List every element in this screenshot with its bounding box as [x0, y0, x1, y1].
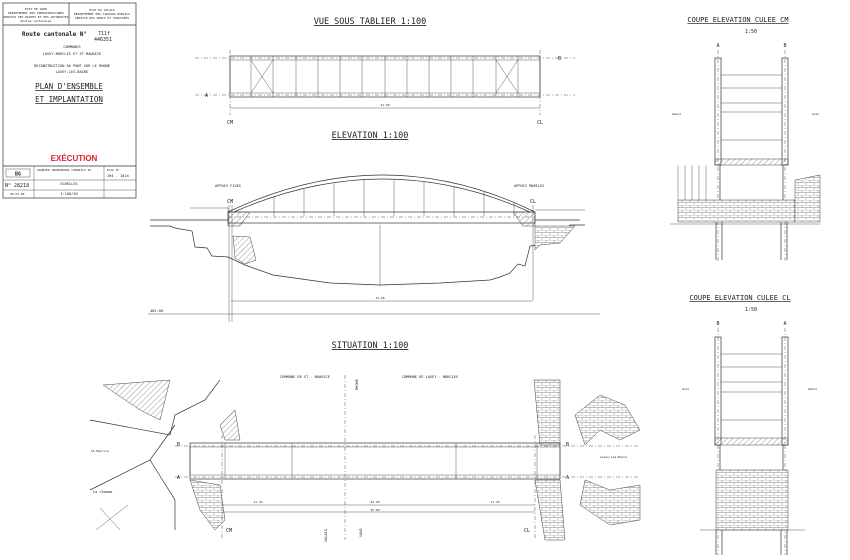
section-cm-scale: 1:50: [745, 29, 757, 35]
axis-a-label: A: [205, 93, 208, 99]
axis-b-label: B: [783, 43, 786, 49]
hangers: [273, 180, 515, 216]
axis-a-label: A: [783, 321, 786, 327]
project-name: RECONSTRUCTION DU PONT SUR LE RHONE: [34, 64, 110, 68]
plan-view: VUE SOUS TABLIER 1:100 41.00 B A CM CL: [195, 17, 575, 126]
firm-logo-text: BG: [15, 172, 21, 178]
road-number: 711f: [98, 31, 110, 37]
situation-dim: 11.35: [490, 500, 499, 504]
drawing-title: PLAN D'ENSEMBLE: [35, 82, 103, 91]
upstream-label: Amont: [808, 387, 817, 391]
fixed-supports-label: APPUIS FIXES: [215, 184, 241, 188]
canton-left: VALAIS: [324, 529, 328, 542]
right-header-line: ETAT DU VALAIS: [89, 8, 114, 12]
scales: 1:100/50: [60, 192, 77, 196]
abutment-cl-label: CL: [524, 528, 530, 534]
axis-a-label: A: [716, 43, 719, 49]
communes-label: COMMUNES: [63, 45, 80, 49]
plan-view-title: VUE SOUS TABLIER 1:100: [314, 17, 427, 27]
file-number: N° 28218: [5, 183, 29, 189]
situation-dim: 11.35: [253, 500, 262, 504]
situation-dim-total: 45.60: [370, 508, 379, 512]
axis-a-label: A: [177, 475, 180, 481]
plan-label: Plan N°: [107, 168, 120, 172]
right-header-line: DEPARTEMENT DES TRAVAUX PUBLICS: [74, 12, 130, 16]
abutment-cl-label: CL: [537, 120, 543, 126]
road-label: Route cantonale N°: [22, 31, 87, 38]
upstream-label: Amont: [672, 112, 681, 116]
title-block: ETAT DE VAUD DEPARTEMENT DES INFRASTRUCT…: [2, 2, 137, 199]
place-label: La Chaume: [93, 490, 112, 494]
downstream-label: Aval: [812, 112, 819, 116]
north-arrow-icon: [95, 504, 129, 531]
abutment-cm-label: CM: [227, 199, 233, 205]
section-cm-title: COUPE ELEVATION CULEE CM: [687, 16, 788, 24]
situation-title: SITUATION 1:100: [332, 341, 409, 351]
left-header-line: DEPARTEMENT DES INFRASTRUCTURES: [8, 11, 64, 15]
scales-label: ECHELLES: [60, 182, 77, 186]
section-cl: COUPE ELEVATION CULEE CL 1:50 B A Aval A…: [682, 294, 817, 555]
cross-beams: [250, 56, 519, 97]
abutment-cm-label: CM: [226, 528, 232, 534]
right-header-line: SERVICE DES PONTS ET CHAUSSEES: [75, 16, 129, 20]
axis-b-label: B: [558, 56, 561, 62]
project-location: LAVEY-LES-BAINS: [56, 70, 88, 74]
date: 06.01.00: [10, 192, 25, 196]
mobile-supports-label: APPUIS MOBILES: [514, 184, 544, 188]
drawing-title: ET IMPLANTATION: [35, 95, 103, 104]
plan-number: 194 - 101a: [107, 174, 129, 178]
road-number: 446351: [94, 37, 112, 43]
downstream-label: Aval: [682, 387, 689, 391]
abutment-cl-label: CL: [530, 199, 536, 205]
plan-span: 41.00: [380, 103, 389, 107]
section-cm: COUPE ELEVATION CULEE CM 1:50 A B Amont …: [670, 16, 821, 262]
situation-view: SITUATION 1:100 COMMUNE DE ST - MAURICE …: [89, 341, 641, 542]
section-cl-title: COUPE ELEVATION CULEE CL: [689, 294, 790, 302]
elevation-span: 41.00: [375, 296, 384, 300]
datum-level: 405.00: [150, 309, 163, 313]
axis-b-label: B: [716, 321, 719, 327]
left-header-line: Routes cantonales: [21, 19, 52, 23]
abutment-cm-label: CM: [227, 120, 233, 126]
commune-right: COMMUNE DE LAVEY - MORCLES: [402, 375, 458, 379]
section-cl-scale: 1:50: [745, 307, 757, 313]
communes: LAVEY-MORCLES ET ST-MAURICE: [43, 52, 101, 56]
elevation-view: ELEVATION 1:100 APPUIS FIXES APPUIS MOBI…: [148, 131, 600, 322]
left-header-line: ETAT DE VAUD: [25, 7, 47, 11]
axis-b-label: B: [566, 442, 569, 448]
status-stamp: EXÉCUTION: [51, 154, 98, 163]
canton-right: VAUD: [359, 528, 363, 537]
lavey-label: Lavey-les-Bains: [600, 455, 627, 459]
ground-profile: [150, 224, 585, 286]
situation-dim: 22.90: [370, 500, 379, 504]
commune-left: COMMUNE DE ST - MAURICE: [280, 375, 330, 379]
firm-logo: [5, 168, 31, 178]
axis-a-label: A: [566, 475, 569, 481]
axis-b-label: B: [177, 442, 180, 448]
elevation-title: ELEVATION 1:100: [332, 131, 409, 141]
st-maurice-label: St-Maurice: [91, 449, 109, 453]
river-label: RHONE: [355, 379, 359, 390]
left-header-line: SERVICE DES ROUTES ET DES AUTOROUTES: [3, 15, 68, 19]
firm-name: SAUNIER INGENIEURS CONSEILS SA: [37, 168, 91, 172]
